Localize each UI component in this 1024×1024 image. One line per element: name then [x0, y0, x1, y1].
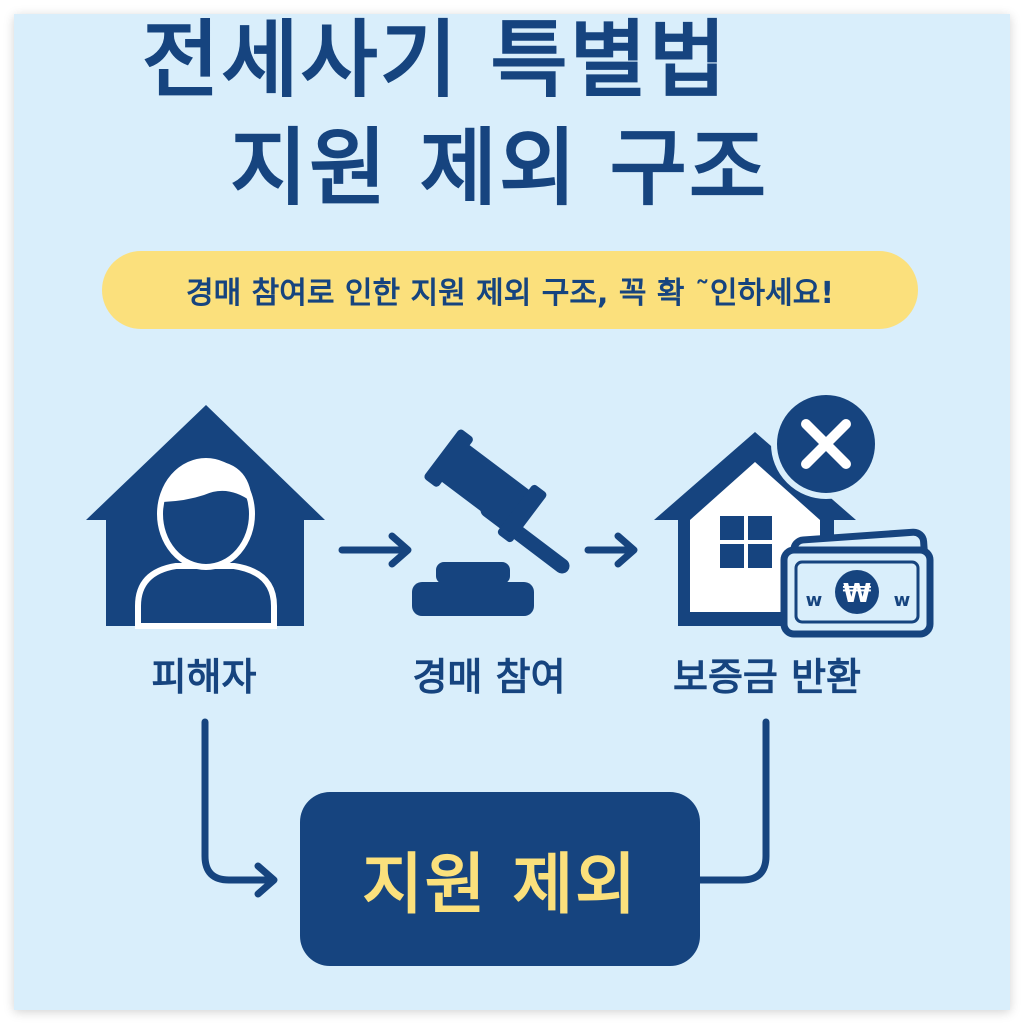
house-person-icon	[86, 405, 325, 629]
title-line-1: 전세사기 특별법	[142, 14, 729, 109]
notice-banner: 경매 참여로 인한 지원 제외 구조, 꼭 확 ˜인하세요!	[102, 251, 918, 329]
gavel-icon	[412, 429, 570, 616]
money-bills-icon: ₩ w w	[780, 528, 934, 638]
auction-label: 경매 참여	[412, 655, 566, 699]
notice-banner-text: 경매 참여로 인한 지원 제외 구조, 꼭 확 ˜인하세요!	[185, 276, 835, 311]
arrow-right-icon	[338, 532, 412, 568]
result-box: 지원 제외	[300, 792, 700, 966]
title-line-2: 지원 제외 구조	[230, 119, 769, 217]
deposit-label: 보증금 반환	[672, 655, 862, 699]
result-label: 지원 제외	[362, 846, 638, 923]
victim-label: 피해자	[151, 655, 257, 699]
connector-victim-to-result	[201, 718, 278, 898]
diagram-graphics: ₩ w w	[86, 389, 934, 898]
money-mark-left: w	[806, 590, 823, 611]
close-icon	[771, 389, 881, 499]
arrow-right-icon	[584, 532, 638, 568]
infographic-card: 전세사기 특별법 지원 제외 구조 경매 참여로 인한 지원 제외 구조, 꼭 …	[14, 14, 1010, 1010]
house-money-x-icon: ₩ w w	[654, 389, 934, 638]
connector-deposit-to-result	[696, 718, 770, 884]
money-mark-right: w	[894, 590, 911, 611]
money-symbol: ₩	[843, 579, 872, 609]
